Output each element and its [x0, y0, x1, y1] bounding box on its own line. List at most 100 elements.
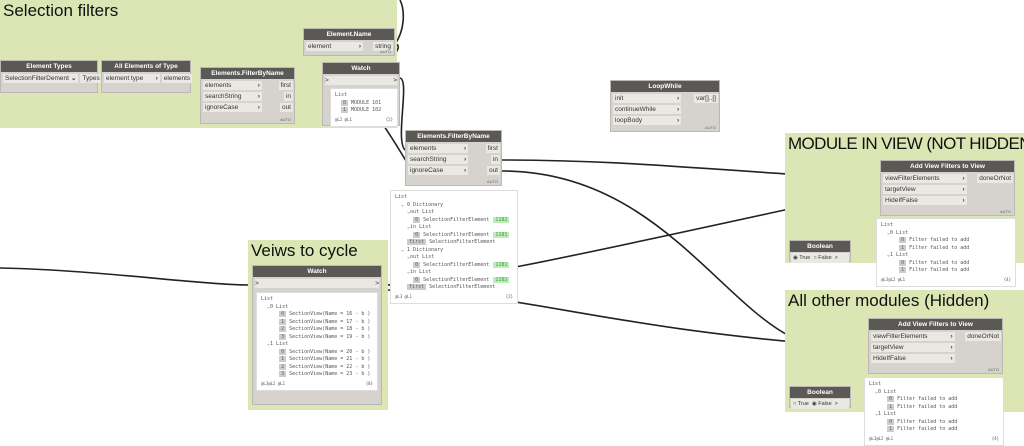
indent-text — [261, 364, 279, 370]
index-badge: 1 — [887, 426, 895, 432]
connector-wire[interactable] — [394, 0, 405, 45]
port-label: ignoreCase — [410, 167, 444, 174]
output-port-1[interactable]: in — [490, 155, 500, 164]
input-port-2[interactable]: HideIfFalse› — [871, 354, 955, 363]
indent-text — [395, 232, 413, 238]
node-boolean[interactable]: Boolean○ True◉ False> — [789, 386, 851, 409]
input-port-1[interactable]: searchString› — [408, 155, 469, 164]
item-value: SelectionFilterElement — [429, 239, 496, 245]
radio-false[interactable]: ◉ False — [811, 401, 832, 407]
port-row: viewFilterElements› doneOrNot — [871, 332, 1002, 341]
input-port-2[interactable]: HideIfFalse› — [883, 196, 967, 205]
item-count: {2} — [385, 116, 393, 122]
false-label: False — [818, 401, 832, 407]
output-port-0[interactable]: doneOrNot — [965, 332, 1001, 341]
item-count: {2} — [505, 293, 513, 299]
input-port[interactable]: > — [325, 77, 329, 84]
index-badge: 1 — [899, 267, 907, 273]
output-port-1[interactable]: in — [283, 92, 293, 101]
index-badge: 3 — [279, 333, 287, 340]
item-value: Filter failed to add — [909, 244, 970, 251]
output-port-2[interactable]: out — [486, 166, 500, 175]
output-port[interactable]: > — [375, 280, 379, 287]
chevron-right-icon: › — [962, 197, 965, 204]
group-title: MODULE IN VIEW (NOT HIDDEN) — [788, 134, 1024, 153]
lacing-label: AUTO — [279, 117, 291, 122]
group-title: Veiws to cycle — [251, 241, 358, 260]
connector-wire[interactable] — [0, 267, 254, 286]
input-port-2[interactable]: loopBody› — [613, 116, 682, 125]
port-label: init — [615, 95, 624, 102]
output-port-2[interactable]: out — [279, 103, 293, 112]
indent-text — [881, 237, 899, 243]
preview-line: ⌄0 List — [881, 230, 1011, 238]
input-port-0[interactable]: viewFilterElements› — [883, 174, 967, 183]
node-boolean[interactable]: Boolean◉ True○ False> — [789, 240, 851, 263]
input-port-0[interactable]: SelectionFilterDement⌄ — [3, 74, 79, 83]
port-row: loopBody› — [613, 116, 719, 125]
indent-text — [395, 217, 413, 223]
indent-text — [395, 277, 413, 283]
preview-line: ⌄1 List — [869, 411, 999, 419]
radio-false[interactable]: ○ False — [813, 255, 832, 261]
output-port-0[interactable]: first — [485, 144, 500, 153]
output-port[interactable]: > — [834, 255, 838, 261]
preview-footer: @L2 @L1{2} — [335, 117, 393, 123]
input-port-2[interactable]: ignoreCase› — [408, 166, 469, 175]
port-row: viewFilterElements› doneOrNot — [883, 174, 1014, 183]
output-port-0[interactable]: elements — [161, 74, 193, 83]
output-port-0[interactable]: Types — [80, 74, 102, 83]
input-port-1[interactable]: targetView› — [871, 343, 955, 352]
input-port-0[interactable]: element type› — [104, 74, 160, 83]
indent-text: List — [881, 222, 894, 228]
input-port-0[interactable]: viewFilterElements› — [871, 332, 955, 341]
chevron-right-icon: › — [962, 186, 965, 193]
input-port-0[interactable]: element› — [306, 42, 364, 51]
input-port-0[interactable]: init› — [613, 94, 682, 103]
radio-true[interactable]: ◉ True — [793, 255, 811, 261]
boolean-toggle[interactable]: ◉ True○ False> — [791, 253, 849, 263]
index-badge: 0 — [341, 99, 349, 106]
radio-true[interactable]: ○ True — [793, 401, 809, 407]
input-port-1[interactable]: searchString› — [203, 92, 262, 101]
output-port[interactable]: > — [393, 77, 397, 84]
input-port[interactable]: > — [255, 280, 259, 287]
input-port-1[interactable]: continueWhile› — [613, 105, 682, 114]
input-port-0[interactable]: elements› — [203, 81, 262, 90]
port-label: viewFilterElements — [885, 175, 940, 182]
item-value: Filter failed to add — [909, 267, 970, 273]
connector-wire[interactable] — [399, 77, 406, 151]
node-add-view-filters-to-view[interactable]: Add View Filters to View viewFilterElemen… — [868, 318, 1003, 374]
output-port-0[interactable]: first — [278, 81, 293, 90]
input-port-1[interactable]: targetView› — [883, 185, 967, 194]
output-port[interactable]: > — [834, 401, 838, 407]
input-port-0[interactable]: elements› — [408, 144, 469, 153]
item-value: Filter failed to add — [897, 396, 958, 402]
output-port-0[interactable]: var[]..[] — [694, 94, 718, 103]
item-value: Filter failed to add — [897, 426, 958, 432]
indent-text — [261, 371, 279, 377]
output-port-0[interactable]: string — [373, 42, 393, 51]
node-title: Add View Filters to View — [869, 319, 1002, 330]
element-id: 1181 — [493, 261, 510, 268]
boolean-toggle[interactable]: ○ True◉ False> — [791, 399, 849, 409]
output-port-0[interactable]: doneOrNot — [977, 174, 1013, 183]
item-value: Filter failed to add — [897, 418, 958, 425]
input-port-2[interactable]: ignoreCase› — [203, 103, 262, 112]
port-row: searchString› in — [203, 92, 294, 101]
item-value: SelectionFilterElement — [423, 276, 490, 283]
indent-text: ⌄1 List — [881, 252, 909, 258]
